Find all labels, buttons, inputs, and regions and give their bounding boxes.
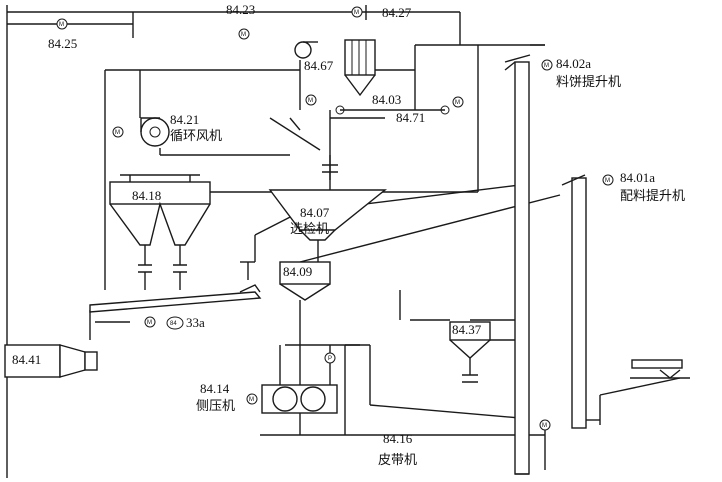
svg-text:M: M [544,63,549,69]
label-84-07-cn: 选检机 [290,222,329,237]
label-84-03: 84.03 [372,92,401,107]
motor-84-67: M [305,94,317,106]
label-84-01a-cn: 配料提升机 [620,188,685,204]
motor-84-21: M [112,126,124,138]
label-84-23: 84.23 [226,2,255,17]
hopper-84-37 [449,321,491,383]
label-84-09: 84.09 [283,264,312,279]
belt-feeder-right [630,359,690,379]
svg-text:M: M [354,10,359,16]
label-84-67: 84.67 [304,58,334,73]
label-84-14: 84.14 [200,381,230,396]
label-84-21: 84.21 [170,112,199,127]
motor-84-14: M [246,393,258,405]
label-84-16-cn: 皮带机 [378,453,417,468]
motor-84-27: M [351,6,363,18]
fan-84-67 [294,41,318,59]
label-84-01a: 84.01a [620,170,655,185]
mill-84-41 [4,344,98,378]
label-84-27: 84.27 [382,5,412,20]
label-84-07: 84.07 [300,205,330,220]
svg-text:M: M [115,130,120,136]
motor-33a: M [144,316,156,328]
cyclone-84-18 [109,174,211,290]
svg-text:84: 84 [170,321,177,327]
svg-text:P: P [328,356,332,362]
svg-text:M: M [147,320,152,326]
motor-84-71: M [452,96,464,108]
label-84-02a-cn: 料饼提升机 [556,74,621,90]
bag-filter [344,39,376,97]
svg-text:M: M [605,178,610,184]
motor-84-02a: M [541,59,553,71]
motors: M M M M M M M M [56,6,614,431]
label-84-41: 84.41 [12,352,41,367]
bucket-elevator-84-02a [504,54,531,475]
motor-84-25: M [56,18,68,30]
screw-conveyor-33a [89,284,262,313]
label-33a: 33a [186,315,205,330]
motor-84-16: M [539,419,551,431]
roller-press-84-14 [261,384,338,414]
label-84-02a: 84.02a [556,56,591,71]
label-84-71: 84.71 [396,110,425,125]
motor-84-01a: M [602,174,614,186]
svg-text:M: M [542,423,547,429]
label-84-37: 84.37 [452,322,482,337]
label-84-18: 84.18 [132,188,161,203]
label-84-16: 84.16 [383,431,413,446]
svg-text:M: M [249,397,254,403]
motor-p: P [324,352,336,364]
svg-text:M: M [308,98,313,104]
svg-text:M: M [241,32,246,38]
label-84-14-cn: 侧压机 [196,399,235,414]
badge-84: 84 [166,316,184,330]
label-84-21-cn: 循环风机 [170,129,222,144]
svg-text:M: M [455,100,460,106]
bucket-elevator-84-01a [561,174,600,429]
recirculation-fan-84-21 [140,117,170,147]
label-84-25: 84.25 [48,36,77,51]
labels: 84.23 84.27 84.25 84.67 84.02a 料饼提升机 84.… [12,2,685,468]
svg-text:M: M [59,22,64,28]
classifier-84-07 [268,155,387,262]
feed-bin-84-09 [240,261,331,301]
distributor [269,117,321,151]
belt-84-03 [335,105,450,115]
motor-84-23: M [238,28,250,40]
